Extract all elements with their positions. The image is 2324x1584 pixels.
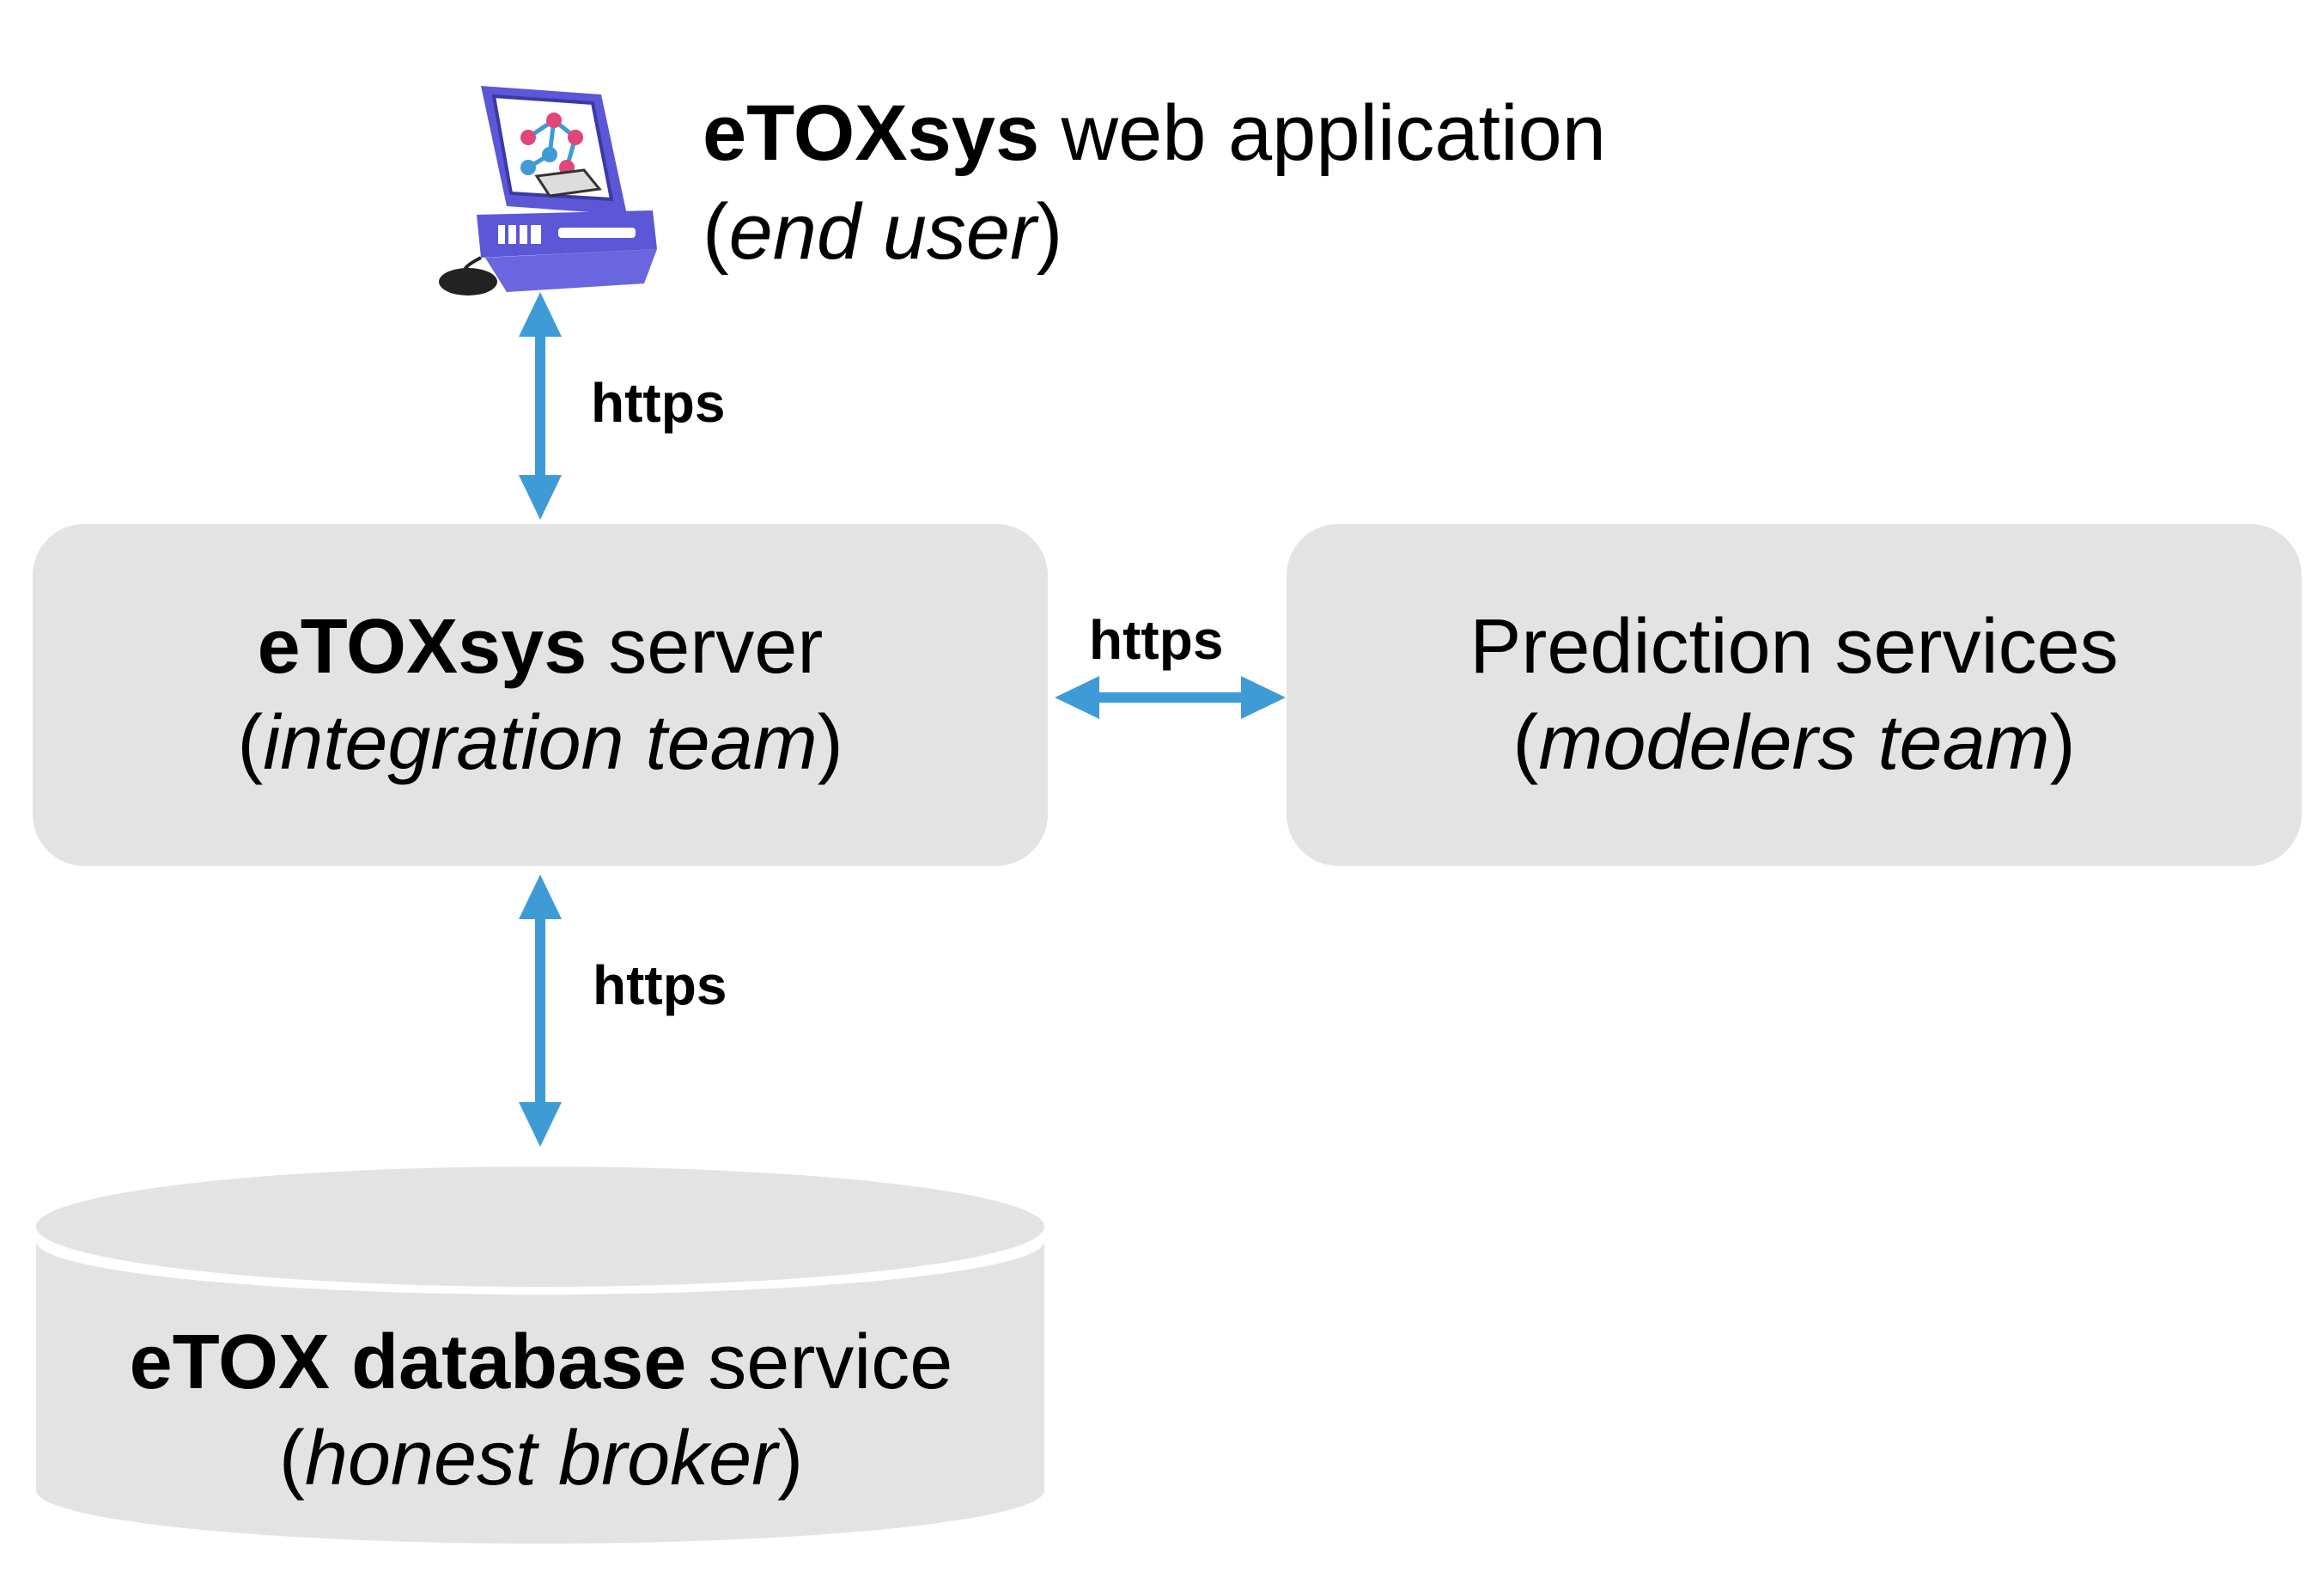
- arrow-server-prediction: [1055, 676, 1286, 719]
- server-suffix: server: [587, 604, 824, 690]
- database-label: eTOX database service (honest broker): [129, 1319, 953, 1502]
- https-label-webapp-server: https: [591, 372, 726, 434]
- database-name: eTOX database: [129, 1319, 687, 1405]
- database-role: honest broker: [304, 1416, 778, 1502]
- arrow-webapp-server: [519, 292, 562, 520]
- server-role: integration team: [263, 700, 818, 786]
- webapp-suffix: web application: [1039, 89, 1606, 177]
- https-label-server-prediction: https: [1089, 609, 1224, 671]
- server-box: eTOXsys server (integration team): [33, 524, 1048, 866]
- prediction-name: Prediction services: [1469, 604, 2119, 690]
- prediction-box: Prediction services (modelers team): [1287, 524, 2302, 866]
- arrow-server-database: [519, 874, 562, 1147]
- database-suffix: service: [686, 1319, 953, 1405]
- webapp-role: end user: [728, 188, 1037, 276]
- server-name: eTOXsys: [257, 604, 587, 690]
- https-label-server-database: https: [593, 954, 727, 1016]
- prediction-role: modelers team: [1538, 700, 2050, 786]
- computer-icon: [439, 86, 657, 295]
- webapp-name: eTOXsys: [703, 89, 1040, 177]
- database-cylinder: [36, 1167, 1044, 1544]
- webapp-label: eTOXsys web application (end user): [703, 89, 1606, 276]
